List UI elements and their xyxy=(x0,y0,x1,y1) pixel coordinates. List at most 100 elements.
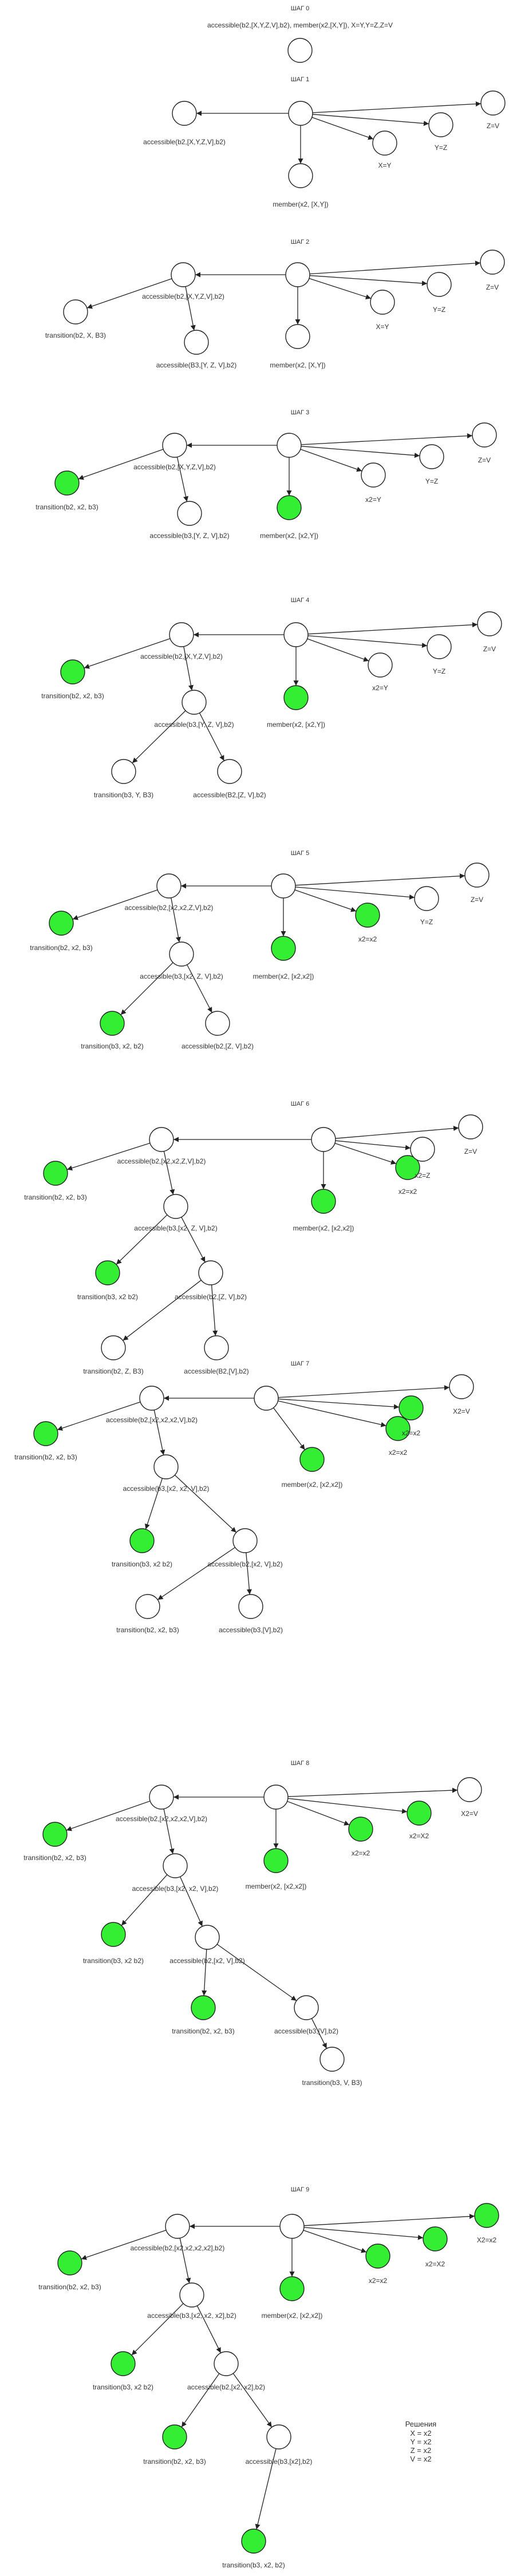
resolved-node xyxy=(42,1822,68,1847)
tree-edge xyxy=(334,1143,397,1165)
node-label: Y=Z xyxy=(425,477,438,485)
tree-edge xyxy=(123,1280,202,1341)
node-label: transition(b2, x2, b3) xyxy=(14,1453,77,1461)
node-label: accessible(b2,[x2, V],b2) xyxy=(207,1560,282,1568)
tree-edge xyxy=(246,1552,252,1595)
node-label: x2=x2 xyxy=(398,1188,417,1196)
tree-edge xyxy=(309,275,428,286)
goal-node xyxy=(477,611,502,636)
resolved-node xyxy=(299,1447,325,1472)
resolved-node xyxy=(423,2226,448,2251)
goal-node xyxy=(410,1137,435,1162)
tree-edge xyxy=(185,286,196,331)
goal-node xyxy=(458,1114,483,1139)
goal-node xyxy=(472,422,497,448)
resolved-node xyxy=(95,1260,120,1285)
node-label: x2=x2 xyxy=(358,935,377,943)
goal-node xyxy=(287,38,313,63)
goal-node xyxy=(101,1335,126,1360)
node-label: transition(b3, Y, B3) xyxy=(94,791,153,799)
tree-edge xyxy=(301,433,473,445)
tree-edge xyxy=(176,457,189,502)
goal-node xyxy=(204,1335,229,1360)
goal-node xyxy=(238,1594,263,1619)
tree-edge xyxy=(311,2018,327,2049)
goal-node xyxy=(480,250,505,275)
resolved-node xyxy=(311,1189,336,1214)
goal-node xyxy=(288,101,313,126)
step-title: ШАГ 3 xyxy=(291,409,310,416)
goal-node xyxy=(149,1127,174,1152)
tree-edge xyxy=(84,638,171,669)
resolved-node xyxy=(355,903,380,928)
tree-edge xyxy=(199,713,225,761)
tree-edge xyxy=(196,2305,222,2353)
tree-edge xyxy=(278,1400,386,1427)
goal-node xyxy=(285,324,310,349)
node-label: Z=V xyxy=(487,122,499,130)
step-title: ШАГ 6 xyxy=(291,1101,310,1107)
goal-node xyxy=(428,112,453,137)
node-label: accessible(b2,[X,Y,Z,V],b2) xyxy=(140,652,223,660)
resolved-node xyxy=(49,911,74,936)
node-label: member(x2, [x2,x2]) xyxy=(253,972,314,980)
node-label: accessible(b2,[Z, V],b2) xyxy=(175,1293,247,1301)
goal-node xyxy=(457,1777,482,1802)
solution-title: Решения xyxy=(405,2420,436,2428)
tree-edge xyxy=(287,1801,350,1826)
tree-edge xyxy=(287,1787,458,1797)
goal-node xyxy=(232,1528,258,1553)
goal-node xyxy=(361,462,386,488)
goal-node xyxy=(171,262,196,287)
node-label: accessible(b3,[x2],b2) xyxy=(246,2458,313,2466)
tree-edge xyxy=(132,710,186,763)
goal-node xyxy=(283,622,309,647)
node-label: transition(b3, x2 b2) xyxy=(83,1957,144,1965)
tree-edge xyxy=(255,2448,277,2530)
node-label: accessible(B3,[Y, Z, V],b2) xyxy=(156,361,237,369)
tree-edge xyxy=(163,1809,175,1854)
goal-node xyxy=(184,330,209,355)
resolved-node xyxy=(474,2203,499,2228)
node-label: transition(b2, X, B3) xyxy=(45,331,106,339)
solution-line: Y = x2 xyxy=(411,2437,432,2446)
tree-edge xyxy=(211,1284,218,1336)
node-label: x2=Y xyxy=(372,684,388,692)
goal-node xyxy=(198,1260,223,1285)
tree-edge xyxy=(179,1876,203,1927)
node-label: transition(b2, x2, b3) xyxy=(35,503,98,511)
node-label: member(x2, [X,Y]) xyxy=(270,361,325,369)
goal-node xyxy=(111,759,136,784)
node-label: accessible(b3,[x2, Z, V],b2) xyxy=(134,1224,217,1232)
goal-node xyxy=(288,163,313,188)
resolved-node xyxy=(271,936,296,961)
tree-edge xyxy=(179,2238,191,2284)
goal-node xyxy=(263,1784,289,1810)
tree-edge xyxy=(120,962,173,1015)
tree-edge xyxy=(307,638,369,662)
step-title: ШАГ 2 xyxy=(291,239,310,246)
tree-edge xyxy=(278,1398,400,1410)
node-label: x2=x2 xyxy=(402,1429,421,1437)
node-label: transition(b3, V, B3) xyxy=(302,2079,362,2087)
node-label: member(x2, [x2,x2]) xyxy=(246,1882,307,1890)
node-label: Z=V xyxy=(464,1147,477,1156)
node-label: accessible(b2,[x2,x2,x2,V],b2) xyxy=(116,1815,207,1823)
goal-node xyxy=(294,1995,319,2020)
goal-node xyxy=(63,299,88,325)
node-label: x2=x2 xyxy=(369,2277,388,2285)
node-label: x2=Y xyxy=(365,496,381,504)
resolved-node xyxy=(279,2276,305,2301)
tree-edge xyxy=(187,964,212,1013)
node-label: transition(b3, x2 b2) xyxy=(77,1293,138,1301)
node-label: transition(b2, x2, b3) xyxy=(41,692,104,700)
node-label: accessible(b2,[Z, V],b2) xyxy=(181,1042,254,1050)
node-label: accessible(b3,[x2, x2, x2],b2) xyxy=(147,2312,236,2320)
tree-edge xyxy=(312,101,482,113)
tree-edge xyxy=(171,897,181,943)
step-title: ШАГ 5 xyxy=(291,850,310,857)
goal-node xyxy=(372,130,397,156)
step-1: ШАГ 1accessible(b2,[X,Y,Z,V],b2)member(x… xyxy=(143,76,506,208)
tree-edge xyxy=(295,873,465,886)
